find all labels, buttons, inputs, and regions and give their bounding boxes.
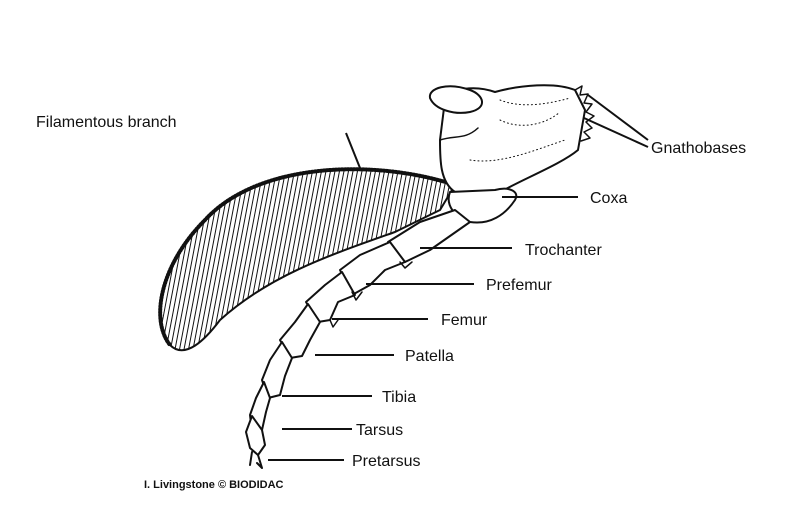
label-trochanter: Trochanter: [525, 242, 602, 259]
label-coxa: Coxa: [590, 190, 627, 207]
coxa-drawing: [428, 84, 595, 224]
label-tibia: Tibia: [382, 389, 416, 406]
leader-gnathobases-1: [587, 94, 649, 141]
label-gnathobases: Gnathobases: [651, 140, 746, 157]
credit-text: I. Livingstone © BIODIDAC: [144, 479, 284, 491]
labels: Filamentous branch Gnathobases Coxa Troc…: [36, 114, 746, 491]
label-patella: Patella: [405, 348, 454, 365]
label-prefemur: Prefemur: [486, 277, 552, 294]
leader-filamentous-branch: [345, 132, 361, 169]
leader-lines: [268, 94, 649, 461]
label-tarsus: Tarsus: [356, 422, 403, 439]
label-filamentous-branch: Filamentous branch: [36, 114, 177, 131]
leg-segments-drawing: [245, 209, 471, 469]
leader-gnathobases-2: [583, 117, 649, 148]
label-pretarsus: Pretarsus: [352, 453, 420, 470]
label-femur: Femur: [441, 312, 488, 329]
